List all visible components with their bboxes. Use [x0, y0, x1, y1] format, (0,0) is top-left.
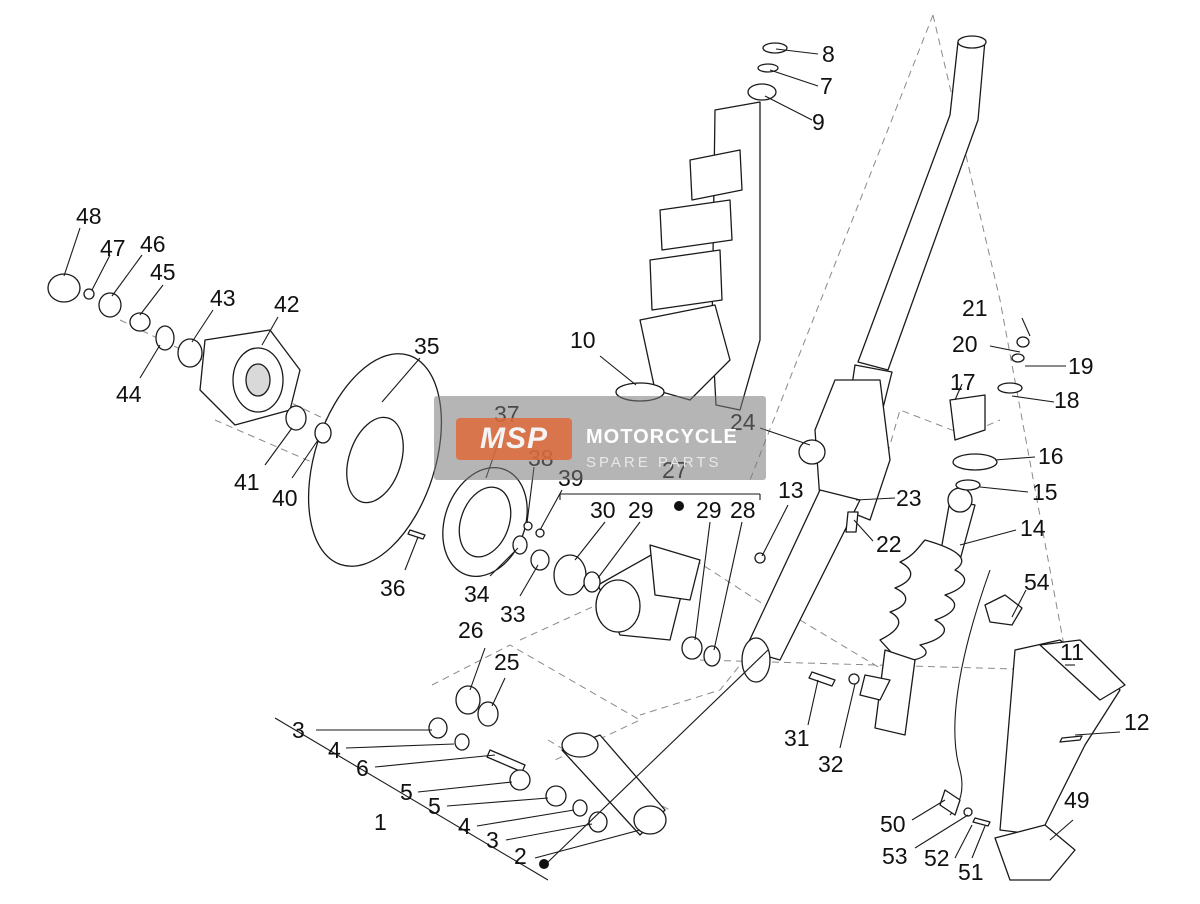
- callout-19: 19: [1068, 353, 1094, 379]
- callout-36: 36: [380, 575, 406, 601]
- callout-20: 20: [952, 331, 978, 357]
- callout-42: 42: [274, 291, 300, 317]
- callout-5-lower: 5: [428, 793, 441, 819]
- steering-column-bracket: [639, 101, 761, 411]
- callout-49: 49: [1064, 787, 1090, 813]
- callout-40: 40: [272, 485, 298, 511]
- callout-35: 35: [414, 333, 440, 359]
- callout-43: 43: [210, 285, 236, 311]
- callout-14: 14: [1020, 515, 1046, 541]
- wheel-sensor: [939, 569, 1076, 881]
- callout-31: 31: [784, 725, 810, 751]
- callout-13: 13: [778, 477, 804, 503]
- watermark-subtitle: SPARE PARTS: [586, 454, 722, 471]
- callout-29-right: 29: [696, 497, 722, 523]
- callout-47: 47: [100, 235, 126, 261]
- callout-21: 21: [962, 295, 988, 321]
- callout-46: 46: [140, 231, 166, 257]
- callout-2: 2: [514, 843, 527, 869]
- callout-28: 28: [730, 497, 756, 523]
- callout-11: 11: [1060, 639, 1084, 665]
- brake-disc: [307, 353, 443, 567]
- shock-absorber: [859, 487, 976, 736]
- callout-53: 53: [882, 843, 908, 869]
- reference-dots: [539, 501, 684, 869]
- callout-1: 1: [374, 809, 387, 835]
- watermark-logo: MSP: [456, 418, 572, 460]
- callout-labels: 1 2 3 3 4 4 5 5 6 7 8 9 10 11 12 13 14 1…: [76, 41, 1150, 885]
- callout-44: 44: [116, 381, 142, 407]
- brake-caliper: [595, 544, 701, 641]
- callout-23: 23: [896, 485, 922, 511]
- callout-32: 32: [818, 751, 844, 777]
- callout-25: 25: [494, 649, 520, 675]
- callout-29-left: 29: [628, 497, 654, 523]
- callout-18: 18: [1054, 387, 1080, 413]
- callout-leader-lines: [63, 48, 1121, 881]
- callout-15: 15: [1032, 479, 1058, 505]
- callout-41: 41: [234, 469, 260, 495]
- callout-54: 54: [1024, 569, 1050, 595]
- callout-30: 30: [590, 497, 616, 523]
- callout-5-upper: 5: [400, 779, 413, 805]
- callout-48: 48: [76, 203, 102, 229]
- callout-10: 10: [570, 327, 596, 353]
- callout-45: 45: [150, 259, 176, 285]
- mudguard-cover: [999, 639, 1126, 836]
- callout-8: 8: [822, 41, 835, 67]
- callout-6: 6: [356, 755, 369, 781]
- callout-17: 17: [950, 369, 976, 395]
- callout-9: 9: [812, 109, 825, 135]
- watermark-banner: MSP MOTORCYCLE SPARE PARTS: [434, 396, 766, 480]
- callout-26: 26: [458, 617, 484, 643]
- callout-16: 16: [1038, 443, 1064, 469]
- callout-3-upper: 3: [292, 717, 305, 743]
- callout-3-lower: 3: [486, 827, 499, 853]
- callout-52: 52: [924, 845, 950, 871]
- callout-33: 33: [500, 601, 526, 627]
- callout-51: 51: [958, 859, 984, 885]
- watermark-title: MOTORCYCLE: [586, 426, 738, 448]
- callout-7: 7: [820, 73, 833, 99]
- callout-12: 12: [1124, 709, 1150, 735]
- fork-stanchion: [741, 35, 987, 683]
- callout-4-lower: 4: [458, 813, 471, 839]
- callout-50: 50: [880, 811, 906, 837]
- callout-4-upper: 4: [328, 737, 341, 763]
- abs-tone-wheel: [442, 466, 528, 578]
- wheel-hub: [199, 329, 301, 426]
- callout-34: 34: [464, 581, 490, 607]
- link-arm: [561, 732, 667, 836]
- callout-22: 22: [876, 531, 902, 557]
